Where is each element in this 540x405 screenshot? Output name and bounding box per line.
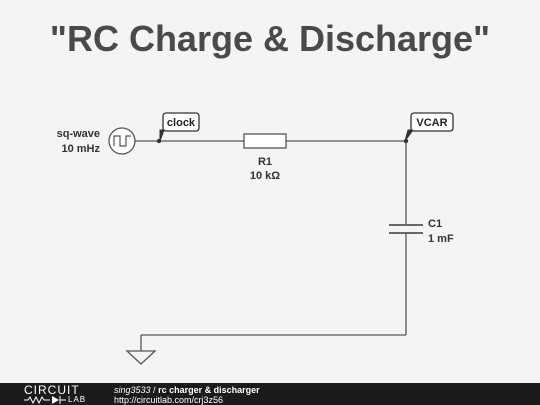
resistor-name-label: R1 <box>258 156 272 168</box>
node-tag-clock-label: clock <box>167 117 196 129</box>
logo-resistor-diode-icon <box>24 395 66 405</box>
node-tag-clock[interactable]: clock <box>156 112 200 144</box>
diagram-title: "RC Charge & Discharge" <box>49 18 491 59</box>
footer-username[interactable]: sing3533 <box>114 385 151 395</box>
capacitor-name-label: C1 <box>428 218 442 230</box>
logo-lab-text: LAB <box>68 395 87 404</box>
square-wave-source[interactable] <box>108 127 136 155</box>
footer-project-name[interactable]: rc charger & discharger <box>158 385 260 395</box>
resistor-value-label: 10 kΩ <box>250 170 280 182</box>
node-tag-vcar-label: VCAR <box>416 117 447 129</box>
capacitor-c1[interactable] <box>389 224 423 234</box>
node-tag-vcar[interactable]: VCAR <box>403 112 454 144</box>
footer-separator: / <box>150 385 159 395</box>
capacitor-value-label: 1 mF <box>428 233 454 245</box>
footer-bar: CIRCUIT LAB sing3533 / rc charger & disc… <box>0 383 540 405</box>
ground-icon <box>125 350 157 365</box>
circuit-schematic: sq-wave 10 mHz R1 10 kΩ C1 1 mF clock VC… <box>57 112 454 365</box>
source-name-label: sq-wave <box>57 128 100 140</box>
footer-url-link[interactable]: http://circuitlab.com/crj3z56 <box>114 395 224 405</box>
logo-circuit-text: CIRCUIT <box>24 383 80 397</box>
footer-project-line: sing3533 / rc charger & discharger <box>114 385 260 395</box>
circuitlab-logo[interactable]: CIRCUIT LAB <box>24 384 96 405</box>
source-frequency-label: 10 mHz <box>61 143 100 155</box>
resistor-r1[interactable] <box>243 133 287 149</box>
